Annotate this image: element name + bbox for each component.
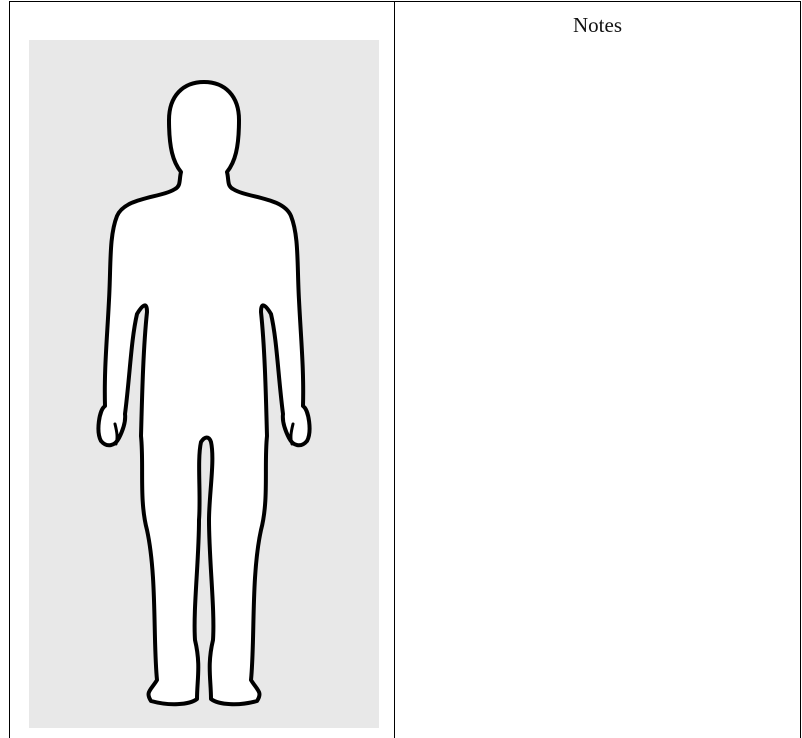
table-left-border xyxy=(9,1,10,738)
notes-area[interactable] xyxy=(395,41,800,738)
human-body-outline-icon xyxy=(29,40,379,728)
notes-heading: Notes xyxy=(395,12,800,38)
table-top-border xyxy=(9,1,801,2)
body-figure-panel xyxy=(29,40,379,728)
body-chart-table: Notes xyxy=(9,1,801,738)
table-right-border xyxy=(800,1,801,738)
